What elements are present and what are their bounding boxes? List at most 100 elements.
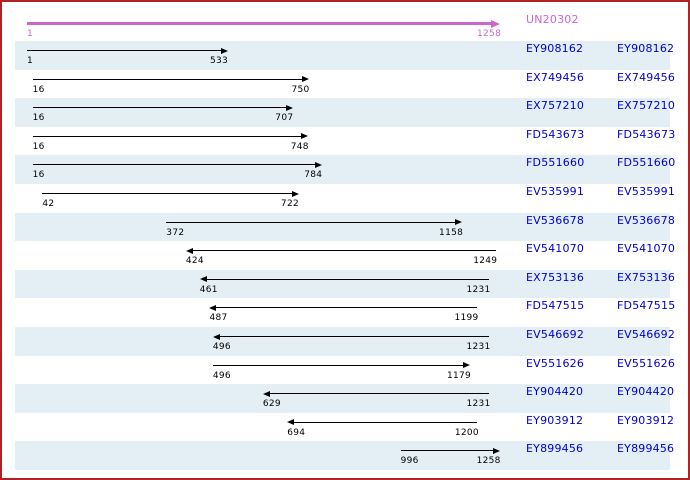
alignment-arrow-line xyxy=(212,364,464,366)
alignment-end-coordinate: 750 xyxy=(291,84,310,95)
alignment-arrow-line xyxy=(32,78,303,80)
alignment-name-link[interactable]: EY899456 xyxy=(617,442,675,456)
alignment-row[interactable] xyxy=(2,441,688,470)
alignment-name-label[interactable]: EY904420 xyxy=(526,385,584,399)
alignment-name-label[interactable]: EX757210 xyxy=(526,99,585,113)
arrowhead-right-icon xyxy=(291,190,299,197)
row-shading-band xyxy=(15,212,670,242)
alignment-name-label[interactable]: EV546692 xyxy=(526,328,585,341)
alignment-start-coordinate: 496 xyxy=(212,370,231,381)
alignment-start-coordinate: 424 xyxy=(185,256,204,267)
alignment-name-link[interactable]: EY904420 xyxy=(617,385,675,399)
alignment-row[interactable] xyxy=(2,270,688,299)
alignment-start-coordinate: 16 xyxy=(32,141,45,152)
alignment-start-coordinate: 16 xyxy=(32,84,45,95)
alignment-row[interactable] xyxy=(2,413,688,442)
arrowhead-left-icon xyxy=(199,276,207,283)
alignment-arrow-line xyxy=(27,50,221,51)
alignment-arrow-line xyxy=(268,393,489,395)
alignment-end-coordinate: 1249 xyxy=(473,256,498,267)
alignment-name-label[interactable]: EV536678 xyxy=(526,213,585,227)
alignment-arrow-line xyxy=(32,135,302,137)
alignment-arrow-line xyxy=(293,421,478,423)
alignment-name-link[interactable]: FD547515 xyxy=(617,299,676,313)
row-shading-band xyxy=(15,155,670,184)
alignment-row[interactable] xyxy=(2,356,688,385)
alignment-name-link[interactable]: EY903912 xyxy=(617,413,675,427)
alignment-row[interactable] xyxy=(2,41,688,70)
reference-name-label: UN20302 xyxy=(526,13,579,26)
alignment-name-label[interactable]: EY908162 xyxy=(526,42,584,55)
alignment-name-link[interactable]: EV541070 xyxy=(617,242,676,256)
alignment-name-link[interactable]: EV535991 xyxy=(617,185,676,198)
alignment-end-coordinate: 1231 xyxy=(466,399,491,410)
alignment-name-link[interactable]: EX757210 xyxy=(617,99,676,113)
alignment-end-coordinate: 1200 xyxy=(454,427,479,438)
alignment-row[interactable] xyxy=(2,70,688,99)
alignment-name-link[interactable]: EV536678 xyxy=(617,213,676,227)
alignment-start-coordinate: 372 xyxy=(166,227,185,238)
alignment-name-link[interactable]: EV546692 xyxy=(617,328,676,341)
alignment-row[interactable] xyxy=(2,184,688,213)
alignment-arrow-line xyxy=(400,450,493,452)
alignment-name-link[interactable]: FD551660 xyxy=(617,156,676,170)
alignment-name-label[interactable]: EY903912 xyxy=(526,413,584,427)
alignment-name-label[interactable]: FD547515 xyxy=(526,299,585,313)
alignment-name-link[interactable]: EV551626 xyxy=(617,356,676,370)
arrowhead-right-icon xyxy=(455,219,463,226)
alignment-arrow-line xyxy=(166,221,456,223)
alignment-end-coordinate: 722 xyxy=(280,199,300,209)
alignment-name-label[interactable]: EX749456 xyxy=(526,70,585,84)
row-shading-band xyxy=(15,441,670,470)
alignment-end-coordinate: 1158 xyxy=(439,227,464,238)
alignment-name-link[interactable]: FD543673 xyxy=(617,127,676,141)
row-shading-band xyxy=(15,384,670,413)
arrowhead-left-icon xyxy=(185,247,193,254)
row-shading-band xyxy=(15,269,670,299)
alignment-name-label[interactable]: EY899456 xyxy=(526,442,584,456)
alignment-row[interactable] xyxy=(2,241,688,270)
arrowhead-right-icon xyxy=(463,362,471,369)
alignment-row[interactable] xyxy=(2,155,688,184)
alignment-row[interactable] xyxy=(2,213,688,242)
alignment-name-label[interactable]: EV535991 xyxy=(526,185,585,198)
alignment-arrow-line xyxy=(205,278,489,280)
arrowhead-right-icon xyxy=(220,47,228,54)
alignment-end-coordinate: 1199 xyxy=(454,313,479,324)
alignment-start-coordinate: 629 xyxy=(262,399,281,410)
alignment-arrow-line xyxy=(218,336,489,337)
reference-arrowhead-right-icon xyxy=(491,20,500,28)
alignment-name-label[interactable]: EX753136 xyxy=(526,270,585,284)
alignment-end-coordinate: 707 xyxy=(275,113,294,124)
alignment-name-label[interactable]: EV541070 xyxy=(526,242,585,256)
alignment-start-coordinate: 16 xyxy=(32,170,45,181)
alignment-start-coordinate: 996 xyxy=(400,456,419,467)
alignment-row[interactable] xyxy=(2,127,688,156)
alignment-row[interactable] xyxy=(2,298,688,327)
arrowhead-right-icon xyxy=(286,104,294,111)
arrowhead-right-icon xyxy=(315,161,323,168)
arrowhead-left-icon xyxy=(209,304,217,311)
alignment-name-label[interactable]: FD543673 xyxy=(526,127,585,141)
row-shading-band xyxy=(15,98,670,127)
alignment-row[interactable] xyxy=(2,327,688,356)
alignment-name-label[interactable]: EV551626 xyxy=(526,356,585,370)
alignment-end-coordinate: 533 xyxy=(209,56,229,66)
alignment-row[interactable] xyxy=(2,384,688,413)
alignment-name-label[interactable]: FD551660 xyxy=(526,156,585,170)
alignment-name-link[interactable]: EX753136 xyxy=(617,270,676,284)
alignment-end-coordinate: 748 xyxy=(290,141,309,152)
reference-arrow-line xyxy=(27,22,491,25)
alignment-end-coordinate: 1258 xyxy=(476,456,501,467)
alignment-start-coordinate: 16 xyxy=(32,113,45,124)
alignment-name-link[interactable]: EY908162 xyxy=(617,42,675,55)
alignment-end-coordinate: 1231 xyxy=(466,342,491,352)
alignment-row[interactable] xyxy=(2,98,688,127)
alignment-name-link[interactable]: EX749456 xyxy=(617,70,676,84)
arrowhead-left-icon xyxy=(287,419,295,426)
reference-start-coordinate: 1 xyxy=(27,29,34,39)
arrowhead-left-icon xyxy=(262,390,270,397)
alignment-arrow-line xyxy=(191,250,496,252)
alignment-start-coordinate: 496 xyxy=(212,342,231,352)
